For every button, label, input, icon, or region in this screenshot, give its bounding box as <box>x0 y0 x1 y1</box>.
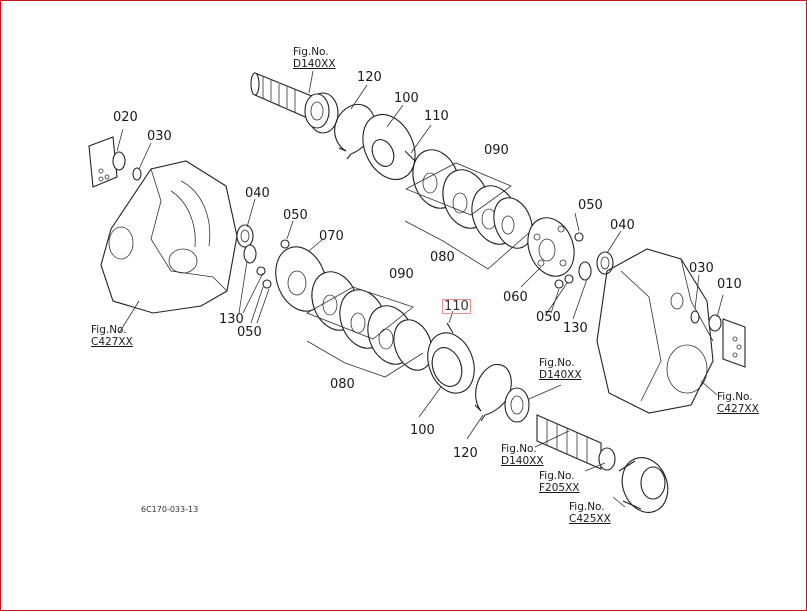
part-label-020[interactable]: 020 <box>113 110 138 125</box>
part-label-120[interactable]: 120 <box>357 70 382 85</box>
lower-shaft <box>536 414 616 471</box>
lower-clutch-pack <box>306 271 433 378</box>
upper-clutch-pack <box>404 149 533 270</box>
fig-ref-d140xx-bottom[interactable]: Fig.No. D140XX <box>501 443 544 467</box>
part-label-070[interactable]: 070 <box>319 229 344 244</box>
upper-carrier-060 <box>527 217 575 277</box>
fig-ref-number: C427XX <box>717 403 759 416</box>
lower-pin-110 <box>446 322 454 334</box>
fig-ref-d140xx-mid[interactable]: Fig.No. D140XX <box>539 357 582 381</box>
left-o-ring-030 <box>132 167 142 181</box>
part-label-010[interactable]: 010 <box>717 277 742 292</box>
part-label-110[interactable]: 110 <box>424 109 449 124</box>
fig-ref-prefix: Fig.No. <box>717 391 753 403</box>
fig-ref-d140xx-top[interactable]: Fig.No. D140XX <box>293 46 336 70</box>
upper-bearing <box>304 92 339 134</box>
left-cover-020 <box>88 136 126 188</box>
part-label-050[interactable]: 050 <box>237 325 262 340</box>
upper-balls-050 <box>554 232 584 289</box>
fig-ref-prefix: Fig.No. <box>539 357 575 369</box>
fig-ref-number: D140XX <box>293 58 336 71</box>
fig-ref-prefix: Fig.No. <box>569 501 605 513</box>
part-label-030[interactable]: 030 <box>147 129 172 144</box>
part-label-130[interactable]: 130 <box>219 312 244 327</box>
left-housing <box>100 160 238 314</box>
right-cover-010 <box>708 314 746 368</box>
fig-ref-prefix: Fig.No. <box>91 324 127 336</box>
part-label-050[interactable]: 050 <box>578 198 603 213</box>
fig-ref-c427xx-left[interactable]: Fig.No. C427XX <box>91 324 133 348</box>
fig-ref-number: F205XX <box>539 482 580 495</box>
fig-ref-c427xx-right[interactable]: Fig.No. C427XX <box>717 391 759 415</box>
fig-ref-prefix: Fig.No. <box>501 443 537 455</box>
part-label-130[interactable]: 130 <box>563 321 588 336</box>
part-label-110-highlighted[interactable]: 110 <box>442 299 471 314</box>
part-label-050[interactable]: 050 <box>536 310 561 325</box>
upper-seals <box>578 251 614 281</box>
part-label-100[interactable]: 100 <box>394 91 419 106</box>
fig-ref-f205xx[interactable]: Fig.No. F205XX <box>539 470 579 494</box>
fig-ref-prefix: Fig.No. <box>539 470 575 482</box>
part-label-030[interactable]: 030 <box>689 261 714 276</box>
fig-ref-number: D140XX <box>539 369 582 382</box>
lower-yoke <box>618 457 669 513</box>
part-label-090[interactable]: 090 <box>389 267 414 282</box>
lower-bearing <box>504 387 530 423</box>
fig-ref-number: C427XX <box>91 336 133 349</box>
part-label-090[interactable]: 090 <box>484 143 509 158</box>
lower-snap-ring-120 <box>474 363 512 422</box>
part-label-080[interactable]: 080 <box>430 250 455 265</box>
upper-pin-110 <box>404 150 416 162</box>
part-label-100[interactable]: 100 <box>410 423 435 438</box>
left-seals <box>236 224 290 289</box>
part-label-040[interactable]: 040 <box>245 186 270 201</box>
upper-plate-100 <box>362 114 416 180</box>
drawing-code: 6C170-033-13 <box>141 505 199 514</box>
fig-ref-c425xx[interactable]: Fig.No. C425XX <box>569 501 611 525</box>
part-label-050[interactable]: 050 <box>283 208 308 223</box>
right-housing <box>596 248 714 414</box>
part-label-120[interactable]: 120 <box>453 446 478 461</box>
leader-lines <box>116 70 724 508</box>
part-label-040[interactable]: 040 <box>610 218 635 233</box>
lower-piston-100 <box>427 332 475 394</box>
part-label-080[interactable]: 080 <box>330 377 355 392</box>
right-o-ring-030 <box>690 310 700 324</box>
fig-ref-number: D140XX <box>501 455 544 468</box>
fig-ref-number: C425XX <box>569 513 611 526</box>
fig-ref-prefix: Fig.No. <box>293 46 329 58</box>
part-label-060[interactable]: 060 <box>503 290 528 305</box>
